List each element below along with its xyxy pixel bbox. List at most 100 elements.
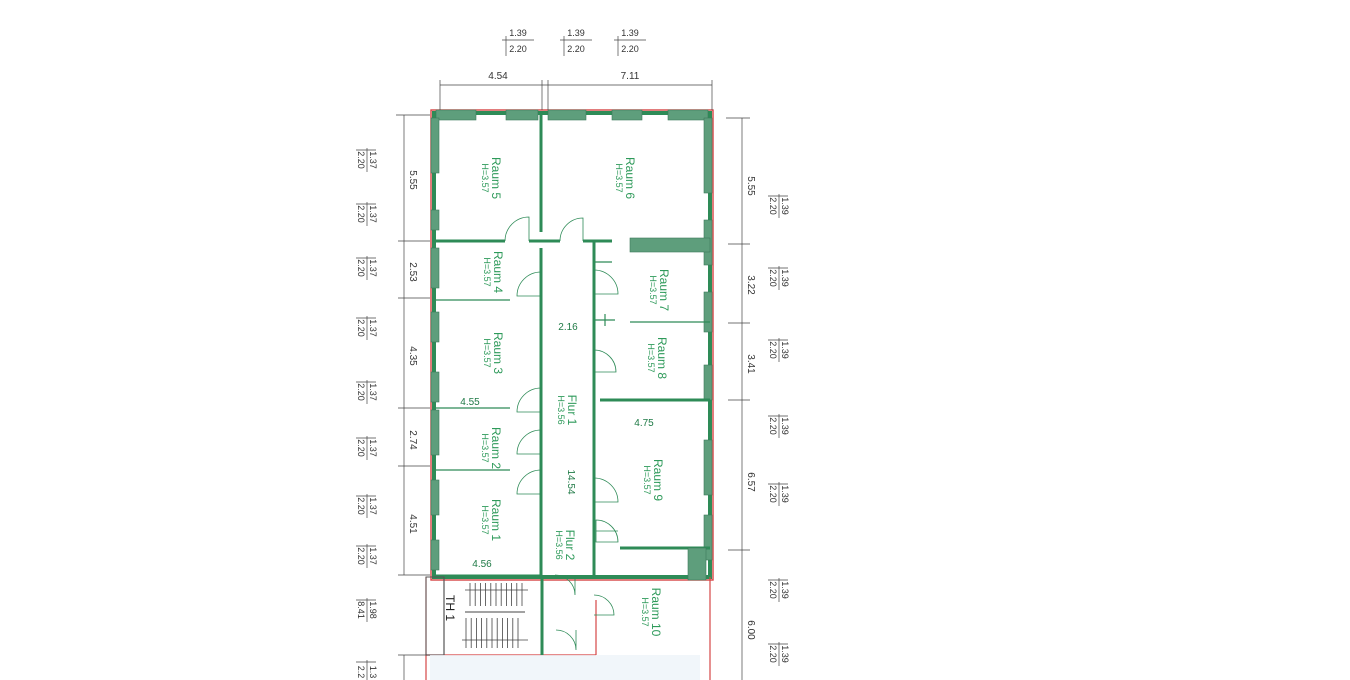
svg-text:1.98: 1.98 [368,601,378,619]
left-window-marks: 1.372.201.372.201.372.201.372.201.372.20… [356,148,378,680]
svg-text:1.37: 1.37 [368,259,378,277]
svg-text:H=3.57: H=3.57 [640,597,650,626]
svg-text:H=3.57: H=3.57 [482,338,492,367]
right-dim-4: 6.57 [745,472,756,492]
svg-text:1.39: 1.39 [780,341,790,359]
interior-walls [434,113,711,581]
svg-text:2.20: 2.20 [356,151,366,169]
left-dim-4: 2.74 [407,430,418,450]
top-window-marks: 1.39 2.20 1.39 2.20 1.39 2.20 [502,28,646,56]
svg-text:Raum 7: Raum 7 [657,269,671,311]
svg-text:H=3.57: H=3.57 [482,257,492,286]
svg-text:1.39: 1.39 [780,197,790,215]
svg-text:H=3.56: H=3.56 [554,530,564,559]
raum1-width-label: 4.56 [472,559,492,570]
staircase [425,576,544,656]
left-window-mark-5: 1.372.20 [356,436,378,460]
raum3-width-label: 4.55 [460,397,480,408]
right-dim-3: 3.41 [745,354,756,374]
left-window-mark-7: 1.372.20 [356,544,378,568]
right-window-mark-2: 1.392.20 [768,338,790,362]
flur-length-label: 14.54 [565,469,576,494]
room-label-raum10: Raum 10 H=3.57 [640,588,663,637]
right-dim-5: 6.00 [745,620,756,640]
svg-text:2.20: 2.20 [621,44,639,54]
flur-width-label: 2.16 [558,322,578,333]
svg-text:1.39: 1.39 [780,485,790,503]
room-label-raum2: Raum 2 H=3.57 [480,427,503,469]
room-label-raum8: Raum 8 H=3.57 [646,337,669,379]
right-window-mark-1: 1.392.20 [768,266,790,290]
room-label-raum9: Raum 9 H=3.57 [642,459,665,501]
room-label-raum3: Raum 3 H=3.57 [482,332,505,374]
left-window-mark-1: 1.372.20 [356,202,378,226]
svg-text:2.20: 2.20 [768,581,778,599]
svg-text:2.2: 2.2 [356,666,366,679]
room-label-raum5: Raum 5 H=3.57 [480,157,503,199]
right-dim-1: 5.55 [745,176,756,196]
svg-text:1.39: 1.39 [509,28,527,38]
svg-text:H=3.57: H=3.57 [648,275,658,304]
svg-text:1.39: 1.39 [780,269,790,287]
raum9-width-label: 4.75 [634,418,654,429]
left-dim-1: 5.55 [407,170,418,190]
left-window-mark-0: 1.372.20 [356,148,378,172]
svg-text:8.41: 8.41 [356,601,366,619]
svg-text:H=3.57: H=3.57 [480,163,490,192]
svg-text:1.39: 1.39 [567,28,585,38]
left-window-mark-2: 1.372.20 [356,256,378,280]
left-window-mark-9: 1.32.2 [356,660,378,680]
svg-text:Raum 4: Raum 4 [491,251,505,293]
svg-text:1.37: 1.37 [368,319,378,337]
right-window-mark-3: 1.392.20 [768,414,790,438]
right-window-mark-0: 1.392.20 [768,194,790,218]
room-label-raum4: Raum 4 H=3.57 [482,251,505,293]
svg-text:2.20: 2.20 [356,319,366,337]
svg-text:2.20: 2.20 [509,44,527,54]
left-dim-5: 4.51 [407,514,418,534]
top-dim-1: 4.54 [488,71,508,82]
left-dimensions: 5.55 2.53 4.35 2.74 4.51 [396,114,430,680]
left-window-mark-8: 1.988.41 [356,598,378,622]
top-dimensions: 4.54 7.11 [439,71,713,110]
right-window-mark-6: 1.392.20 [768,642,790,666]
room-label-th1: TH 1 [443,595,457,621]
svg-text:Raum 2: Raum 2 [489,427,503,469]
svg-text:2.20: 2.20 [768,341,778,359]
svg-text:1.39: 1.39 [621,28,639,38]
svg-text:H=3.57: H=3.57 [646,343,656,372]
room-label-flur2: Flur 2 H=3.56 [554,530,577,561]
svg-text:1.37: 1.37 [368,205,378,223]
left-dim-2: 2.53 [407,262,418,282]
svg-text:H=3.56: H=3.56 [556,395,566,424]
svg-text:Raum 3: Raum 3 [491,332,505,374]
svg-text:2.20: 2.20 [356,383,366,401]
svg-text:1.39: 1.39 [780,581,790,599]
svg-text:1.37: 1.37 [368,497,378,515]
svg-text:Raum 5: Raum 5 [489,157,503,199]
svg-text:H=3.57: H=3.57 [480,433,490,462]
svg-text:1.37: 1.37 [368,439,378,457]
svg-text:2.20: 2.20 [356,259,366,277]
top-dim-2: 7.11 [621,71,640,82]
svg-text:1.39: 1.39 [780,645,790,663]
svg-text:1.39: 1.39 [780,417,790,435]
svg-text:2.20: 2.20 [356,497,366,515]
svg-text:2.20: 2.20 [768,485,778,503]
svg-text:H=3.57: H=3.57 [480,505,490,534]
left-dim-3: 4.35 [407,346,418,366]
svg-text:2.20: 2.20 [768,197,778,215]
svg-text:Flur 1: Flur 1 [565,395,579,426]
right-dimensions: 5.55 3.22 3.41 6.57 6.00 [726,117,756,680]
svg-text:2.20: 2.20 [356,205,366,223]
svg-text:2.20: 2.20 [768,269,778,287]
svg-text:2.20: 2.20 [356,439,366,457]
svg-text:1.37: 1.37 [368,151,378,169]
svg-text:Raum 10: Raum 10 [649,588,663,637]
svg-text:TH 1: TH 1 [443,595,457,621]
svg-text:H=3.57: H=3.57 [614,163,624,192]
svg-text:Flur 2: Flur 2 [563,530,577,561]
doors [504,216,619,651]
room-label-flur1: Flur 1 H=3.56 [556,395,579,426]
left-window-mark-4: 1.372.20 [356,380,378,404]
